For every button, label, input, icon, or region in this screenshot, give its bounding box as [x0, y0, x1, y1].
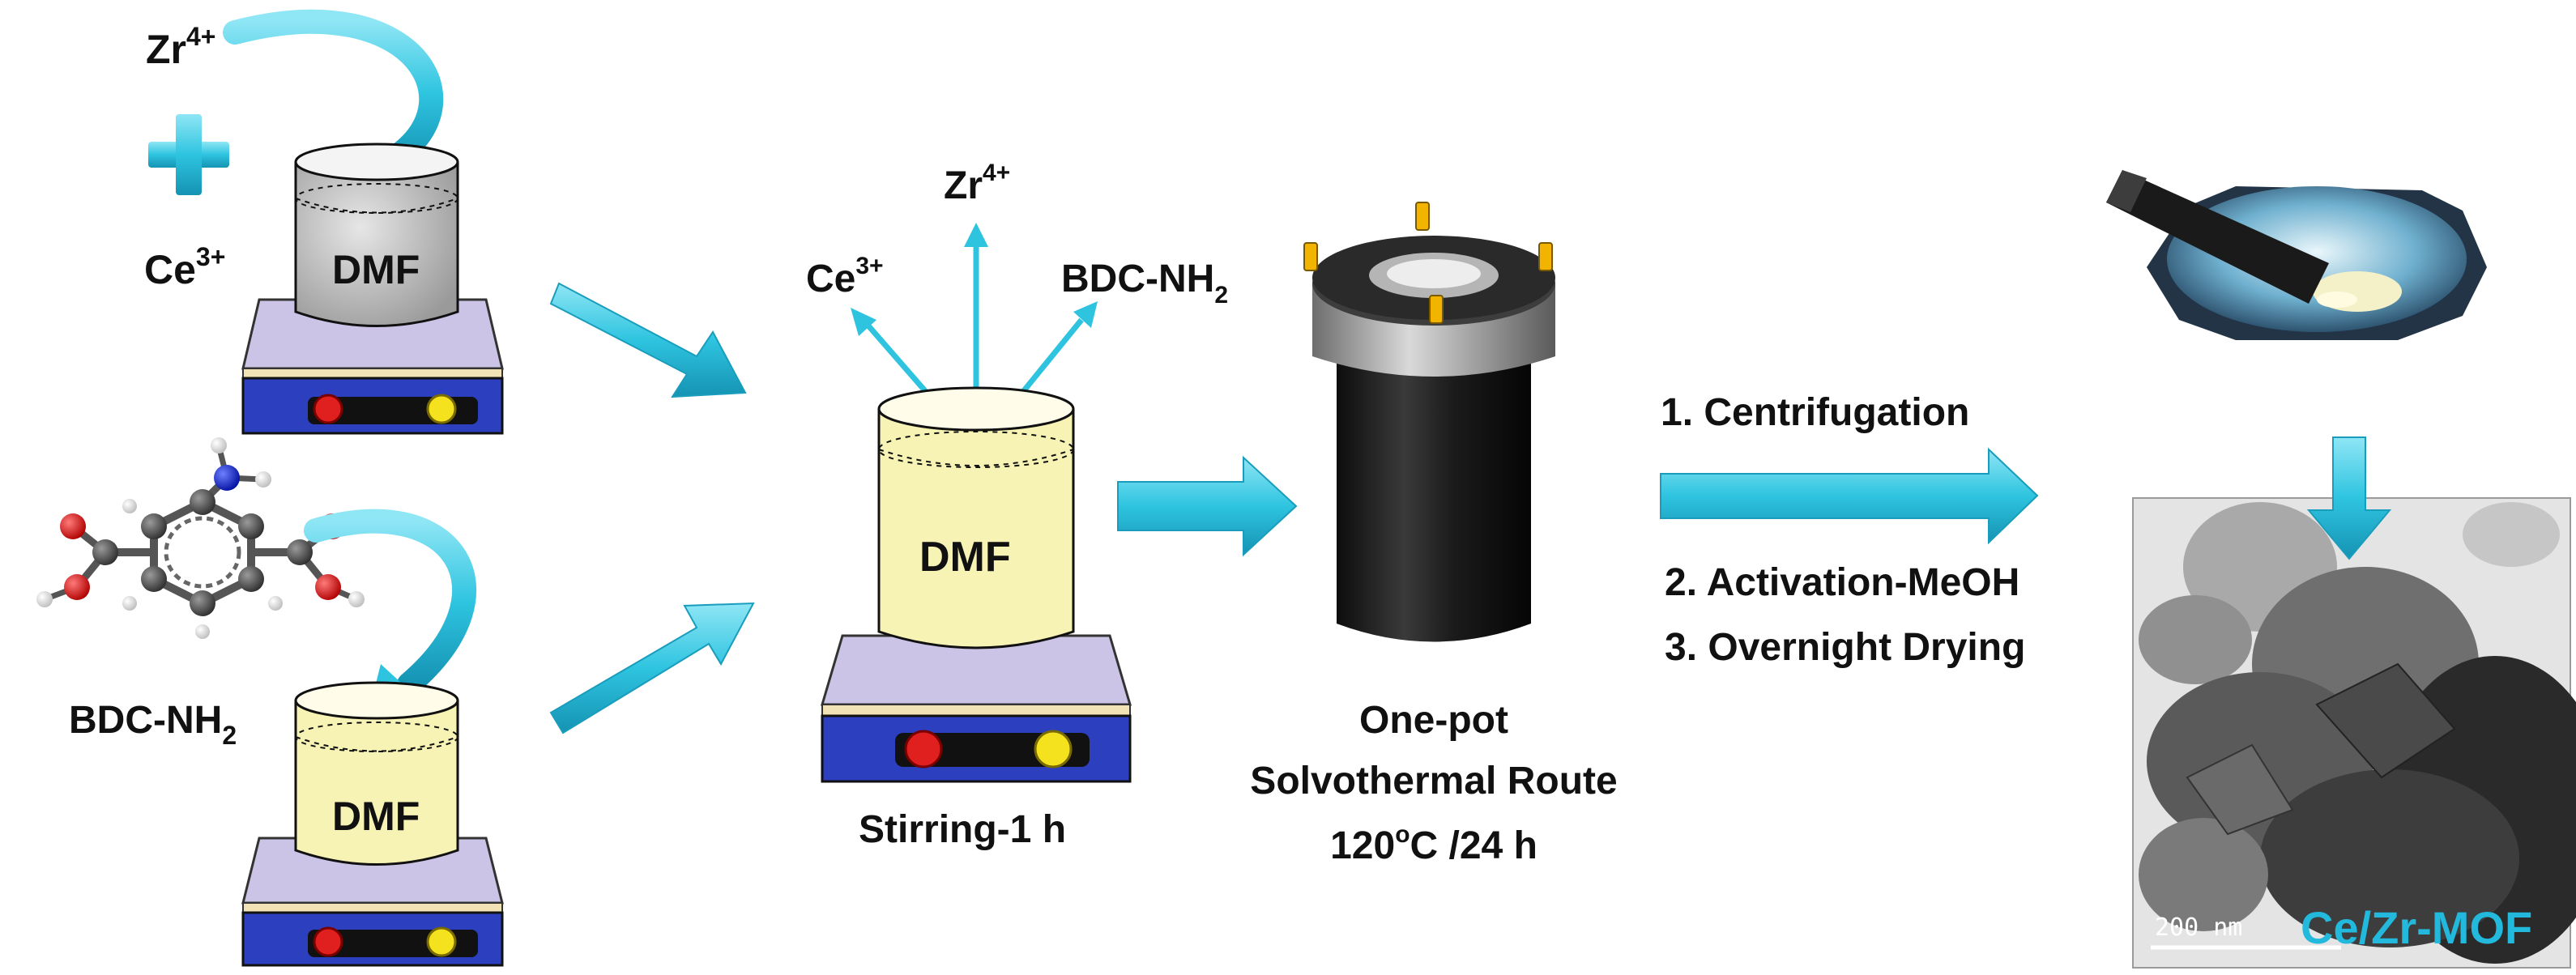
knob-red-icon [313, 926, 343, 957]
ion-ce-label: Ce3+ [806, 253, 884, 300]
autoclave-icon [1303, 202, 1555, 642]
workup-step-1: 1. Centrifugation [1661, 391, 1969, 434]
tem-image: 200 nm Ce/Zr-MOF [2132, 497, 2576, 969]
product-label: Ce/Zr-MOF [2301, 902, 2532, 953]
linker-label: BDC-NH2 [69, 699, 237, 750]
scale-bar-label: 200 nm [2155, 913, 2242, 942]
beaker-dmf-label: DMF [919, 534, 1011, 581]
knob-red-icon [904, 730, 943, 769]
knob-yellow-icon [1034, 730, 1073, 769]
beaker-icon: DMF [877, 386, 1075, 649]
ion-zr-label: Zr4+ [944, 160, 1010, 207]
autoclave-caption-line1: One-pot [1359, 699, 1508, 742]
cation-ce-label: Ce3+ [144, 242, 225, 292]
mortar-pestle-icon [2106, 170, 2487, 340]
beaker-icon: DMF [294, 681, 459, 866]
step1-top: Zr4+ Ce3+ DMF [144, 9, 504, 435]
plus-icon [148, 114, 229, 195]
ion-linker-label: BDC-NH2 [1061, 258, 1228, 309]
product-panel: 200 nm Ce/Zr-MOF [2106, 170, 2576, 969]
workup-step-2: 2. Activation-MeOH [1665, 561, 2019, 604]
step2-mixing: Zr4+ Ce3+ BDC-NH2 DMF Stirring-1 h [806, 160, 1228, 851]
arrow-top-to-mix [549, 282, 747, 398]
stirring-caption: Stirring-1 h [859, 808, 1066, 851]
cation-zr-label: Zr4+ [146, 22, 215, 72]
arrow-bottom-to-mix [549, 602, 755, 734]
hot-plate-icon [820, 634, 1132, 783]
knob-red-icon [313, 394, 343, 424]
arrow-to-product [1660, 447, 2039, 545]
autoclave-caption-line2: Solvothermal Route [1250, 760, 1617, 803]
beaker-dmf-label: DMF [332, 247, 420, 292]
arrow-mix-to-autoclave [1117, 455, 1298, 557]
molecule-icon [36, 437, 365, 639]
beaker-icon: DMF [294, 143, 459, 327]
step1-bottom: BDC-NH2 DMF [36, 437, 504, 967]
autoclave-caption-line3: 120oC /24 h [1330, 821, 1537, 867]
knob-yellow-icon [426, 926, 457, 957]
knob-yellow-icon [426, 394, 457, 424]
arrow-mortar-to-tem [2306, 436, 2392, 560]
beaker-dmf-label: DMF [332, 794, 420, 839]
step3-autoclave: One-pot Solvothermal Route 120oC /24 h [1250, 202, 1618, 867]
workup-step-3: 3. Overnight Drying [1665, 626, 2025, 669]
step4-workup: 1. Centrifugation 2. Activation-MeOH 3. … [1660, 391, 2039, 669]
